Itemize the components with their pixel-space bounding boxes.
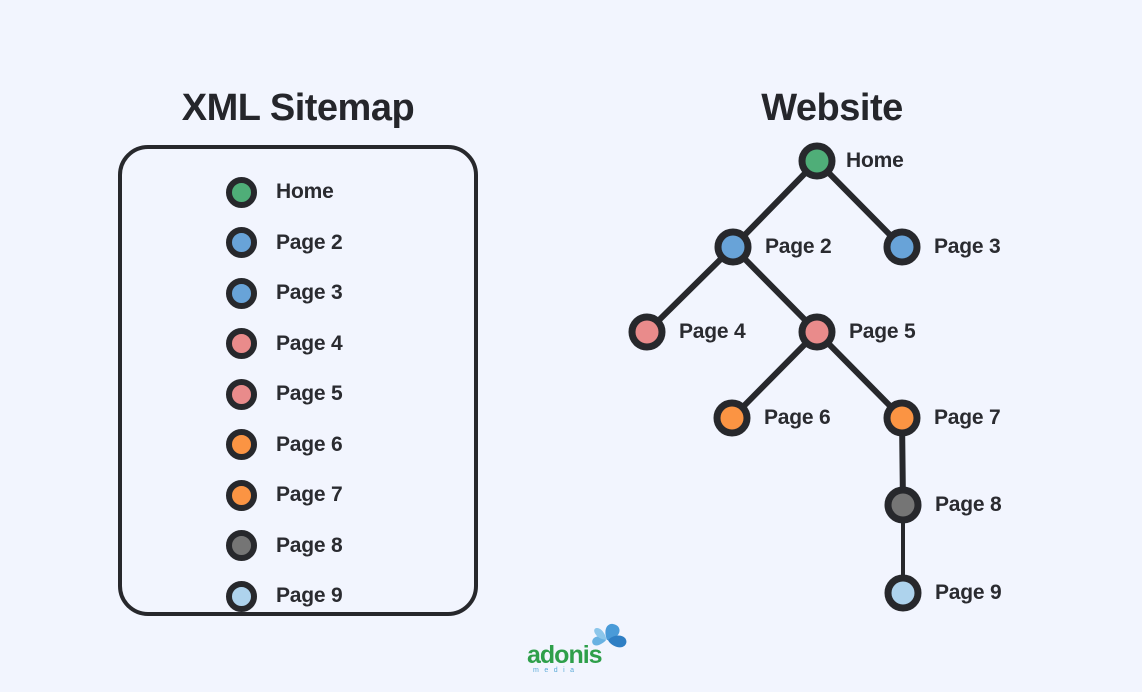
tree-node-page8[interactable] (884, 486, 922, 524)
tree-edge (730, 158, 820, 250)
tree-edge (729, 329, 820, 421)
list-item-label: Page 8 (276, 533, 343, 557)
bullet-dot-icon (226, 328, 257, 360)
bullet-dot-icon (226, 176, 257, 208)
tree-node-page9[interactable] (884, 574, 922, 612)
list-item-label: Page 7 (276, 483, 343, 507)
list-item-label: Home (276, 180, 334, 204)
tree-edge (644, 244, 736, 335)
bullet-dot-icon (226, 277, 257, 309)
bullet-dot-icon (226, 580, 257, 612)
tree-node-label: Page 8 (935, 493, 1002, 516)
list-item[interactable]: Page 8 (226, 521, 343, 572)
bullet-dot-icon (226, 429, 257, 461)
tree-edge (814, 329, 905, 421)
list-item-label: Page 4 (276, 331, 343, 355)
tree-node-page4[interactable] (628, 313, 666, 351)
tree-node-page7[interactable] (883, 399, 921, 437)
list-item[interactable]: Page 5 (226, 369, 343, 420)
tree-node-label: Page 5 (849, 320, 916, 343)
tree-node-label: Page 7 (934, 406, 1001, 429)
tree-node-label: Page 2 (765, 235, 832, 258)
page-title-website: Website (761, 87, 903, 130)
tree-edges (644, 158, 906, 595)
tree-node-label: Page 4 (679, 320, 746, 343)
tree-node-page5[interactable] (798, 313, 836, 351)
tree-node-home[interactable] (798, 142, 836, 180)
tree-node-label: Page 9 (935, 581, 1002, 604)
list-item[interactable]: Page 7 (226, 470, 343, 521)
bullet-dot-icon (226, 227, 257, 259)
list-item-label: Page 2 (276, 230, 343, 254)
logo-wordmark: adonis (527, 641, 603, 669)
list-item[interactable]: Page 9 (226, 571, 343, 622)
list-item-label: Page 5 (276, 382, 343, 406)
butterfly-icon (592, 623, 627, 648)
tree-node-label: Home (846, 149, 904, 172)
tree-node-page3[interactable] (883, 228, 921, 266)
bullet-dot-icon (226, 378, 257, 410)
list-item[interactable]: Page 6 (226, 420, 343, 471)
page-title-xml-sitemap: XML Sitemap (181, 87, 415, 130)
list-item[interactable]: Page 2 (226, 218, 343, 269)
adonis-media-logo: adonis media (521, 622, 629, 684)
list-item-label: Page 6 (276, 432, 343, 456)
bullet-dot-icon (226, 530, 257, 562)
list-item[interactable]: Page 3 (226, 268, 343, 319)
list-item-label: Page 3 (276, 281, 343, 305)
logo-tagline: media (533, 667, 580, 674)
tree-node-label: Page 6 (764, 406, 831, 429)
tree-edge (730, 244, 820, 335)
tree-node-page6[interactable] (713, 399, 751, 437)
list-item[interactable]: Home (226, 167, 343, 218)
list-item[interactable]: Page 4 (226, 319, 343, 370)
list-item-label: Page 9 (276, 584, 343, 608)
bullet-dot-icon (226, 479, 257, 511)
tree-node-label: Page 3 (934, 235, 1001, 258)
tree-edge (814, 158, 905, 250)
tree-node-page2[interactable] (714, 228, 752, 266)
